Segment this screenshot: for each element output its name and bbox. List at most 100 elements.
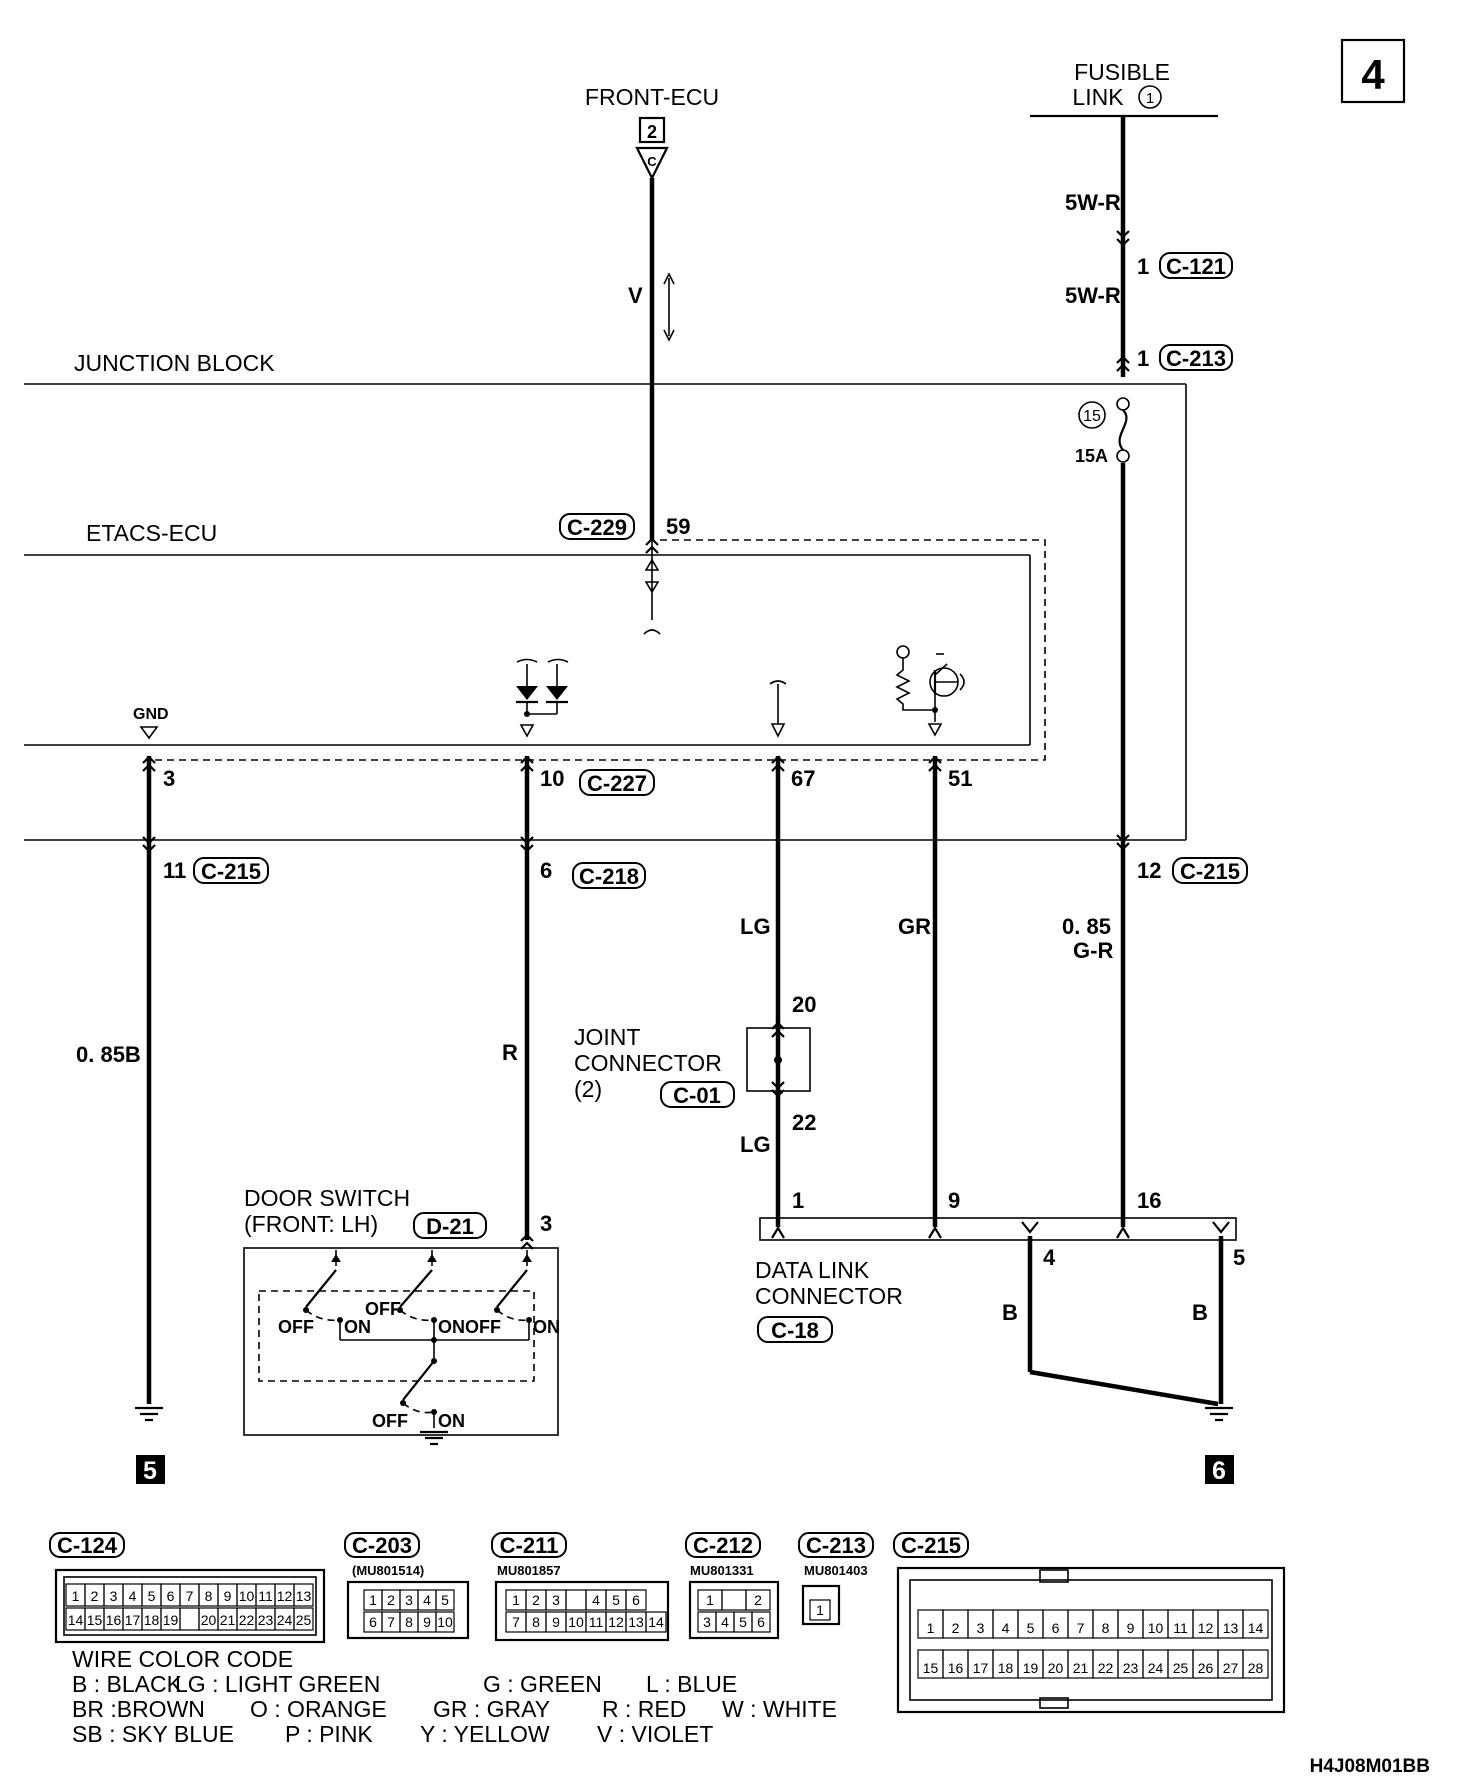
legend-item: P : PINK xyxy=(285,1721,373,1747)
pin-number: 9 xyxy=(224,1588,232,1604)
switch-on-1: ON xyxy=(344,1317,371,1337)
pin-number: 6 xyxy=(757,1614,765,1630)
pin-c121-1: 1 xyxy=(1137,254,1149,279)
junction-block: JUNCTION BLOCK xyxy=(24,350,1187,841)
data-link-connector: DATA LINK CONNECTOR xyxy=(755,1217,1237,1309)
pin-number: 23 xyxy=(258,1612,274,1628)
pin-number: 24 xyxy=(277,1612,293,1628)
pin-number: 17 xyxy=(973,1660,989,1676)
pin-number: 19 xyxy=(1023,1660,1039,1676)
joint-connector-label-3: (2) xyxy=(574,1076,602,1102)
pin-number: 21 xyxy=(1073,1660,1089,1676)
legend-item: SB : SKY BLUE xyxy=(72,1721,234,1747)
legend-item: Y : YELLOW xyxy=(420,1721,550,1747)
pin-3: 3 xyxy=(163,766,175,791)
dlc-label: DATA LINK xyxy=(755,1257,870,1283)
pin-cell xyxy=(751,1611,771,1633)
pin-number: 22 xyxy=(239,1612,255,1628)
wire-color-r: R xyxy=(502,1040,518,1065)
page-number-box: 4 xyxy=(1340,38,1406,104)
legend-item: V : VIOLET xyxy=(597,1721,713,1747)
pin-number: 11 xyxy=(589,1614,604,1630)
pin-number: 3 xyxy=(110,1588,118,1604)
pin-number: 5 xyxy=(1027,1620,1035,1636)
pin-number: 12 xyxy=(1198,1620,1214,1636)
pin-number: 27 xyxy=(1223,1660,1239,1676)
pin-cell xyxy=(179,1607,200,1631)
pin-cell xyxy=(721,1589,747,1611)
pin-number: 2 xyxy=(754,1592,762,1608)
drawing-code: H4J08M01BB xyxy=(1310,1756,1430,1777)
pin-number: 7 xyxy=(186,1588,194,1604)
pin-number: 7 xyxy=(1077,1620,1085,1636)
joint-connector-label-2: CONNECTOR xyxy=(574,1050,722,1076)
view-tag-c213: C-213 xyxy=(806,1533,866,1558)
dlc-label-2: CONNECTOR xyxy=(755,1283,903,1309)
pin-number: 14 xyxy=(648,1614,664,1630)
pin-number: 4 xyxy=(1002,1620,1010,1636)
pin-number: 5 xyxy=(441,1592,449,1608)
fusible-link-label: FUSIBLE xyxy=(1074,59,1170,85)
pin-number: 8 xyxy=(405,1614,413,1630)
pin-number: 1 xyxy=(512,1592,520,1608)
wire-color-0-85: 0. 85 xyxy=(1062,914,1111,939)
legend-title: WIRE COLOR CODE xyxy=(72,1646,293,1672)
tag-c218: C-218 xyxy=(579,864,639,889)
pin-number: 18 xyxy=(144,1612,160,1628)
switch-off-3: OFF xyxy=(465,1317,501,1337)
pin-cell xyxy=(809,1599,831,1621)
pin-dlc-4: 4 xyxy=(1043,1245,1056,1270)
pin-number: 23 xyxy=(1123,1660,1139,1676)
view-part-c211: MU801857 xyxy=(497,1563,561,1578)
joint-connector-label: JOINT xyxy=(574,1024,640,1050)
pin-number: 3 xyxy=(405,1592,413,1608)
switch-off-2: OFF xyxy=(365,1299,401,1319)
pin-number: 1 xyxy=(369,1592,377,1608)
pin-number: 12 xyxy=(277,1588,293,1604)
pin-number: 2 xyxy=(952,1620,960,1636)
view-tag-c203: C-203 xyxy=(352,1533,412,1558)
fusible-link-label-2: LINK xyxy=(1072,84,1124,110)
switch-on-3: ON xyxy=(533,1317,560,1337)
front-ecu-label: FRONT-ECU xyxy=(585,84,719,110)
pin-number: 13 xyxy=(1223,1620,1239,1636)
pin-number: 20 xyxy=(1048,1660,1064,1676)
fusible-link-source: FUSIBLE LINK 1 xyxy=(1030,59,1218,118)
pin-20: 20 xyxy=(792,992,816,1017)
gnd-label: GND xyxy=(133,706,169,723)
pin-number: 3 xyxy=(552,1592,560,1608)
view-part-c213: MU801403 xyxy=(804,1563,868,1578)
ground-symbols: 5 6 xyxy=(135,1406,1234,1485)
legend-item: G : GREEN xyxy=(483,1671,602,1697)
tag-c215-right: C-215 xyxy=(1180,859,1240,884)
etacs-ecu: ETACS-ECU GND xyxy=(24,520,1046,761)
wire-color-5w-r-2: 5W-R xyxy=(1065,283,1121,308)
pin-number: 10 xyxy=(1148,1620,1164,1636)
view-tag-c124: C-124 xyxy=(57,1533,118,1558)
pin-number: 22 xyxy=(1098,1660,1114,1676)
pin-number: 19 xyxy=(163,1612,179,1628)
wire-color-lg-2: LG xyxy=(740,1132,771,1157)
wire-color-0-85b: 0. 85B xyxy=(76,1042,141,1067)
pin-10: 10 xyxy=(540,766,564,791)
wire-color-gr: GR xyxy=(898,914,931,939)
pin-59: 59 xyxy=(666,514,690,539)
pin-number: 24 xyxy=(1148,1660,1164,1676)
door-switch: DOOR SWITCH (FRONT: LH) xyxy=(243,1185,560,1446)
wire-color-g-r: G-R xyxy=(1073,938,1113,963)
pin-number: 25 xyxy=(1173,1660,1189,1676)
front-ecu-letter: C xyxy=(647,154,657,169)
view-part-c203: (MU801514) xyxy=(352,1563,424,1578)
legend-item: BR :BROWN xyxy=(72,1696,205,1722)
pin-number: 4 xyxy=(423,1592,431,1608)
pin-cell xyxy=(435,1589,455,1611)
wires xyxy=(146,116,1224,1407)
pin-number: 4 xyxy=(129,1588,137,1604)
junction-block-label: JUNCTION BLOCK xyxy=(74,350,275,376)
pin-number: 7 xyxy=(512,1614,520,1630)
pin-dlc-16: 16 xyxy=(1137,1188,1161,1213)
pin-number: 26 xyxy=(1198,1660,1214,1676)
fuse-number: 15 xyxy=(1083,408,1101,425)
wire-color-lg: LG xyxy=(740,914,771,939)
tag-c01: C-01 xyxy=(673,1083,721,1108)
